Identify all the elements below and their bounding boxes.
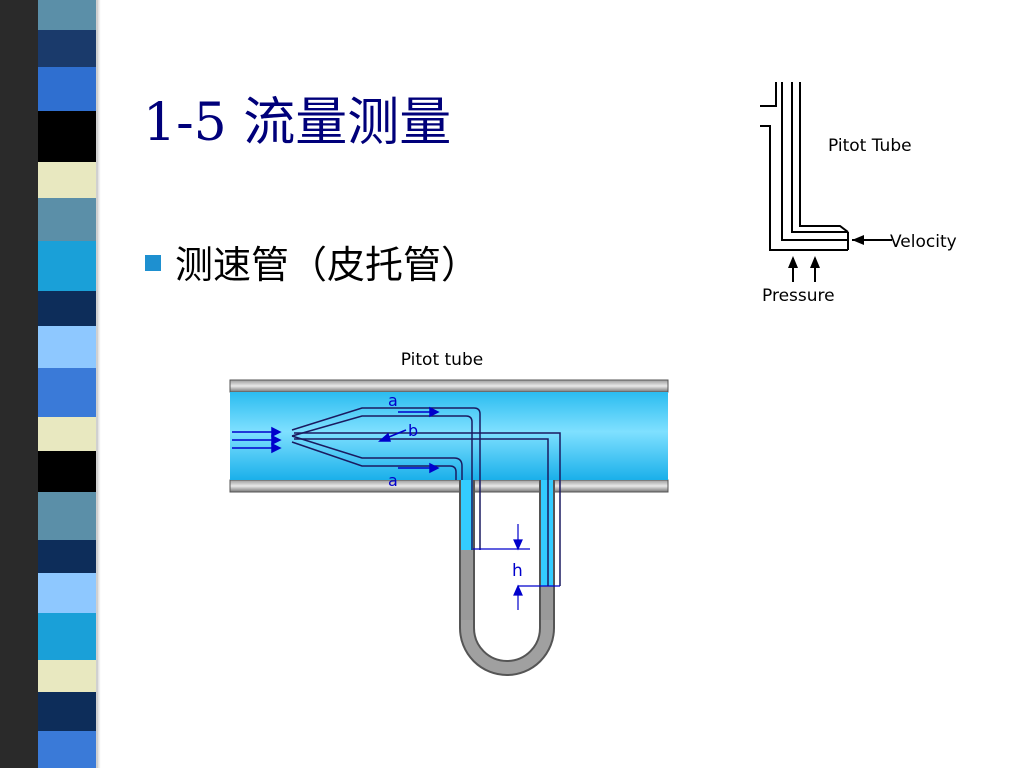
stripe-segment bbox=[38, 573, 96, 613]
stripe-segment bbox=[38, 731, 96, 768]
u-tube-manometer bbox=[459, 480, 555, 676]
label-a-bottom: a bbox=[388, 471, 398, 490]
stripe-segment bbox=[38, 198, 96, 241]
slide-title: 1-5 流量测量 bbox=[143, 93, 452, 153]
velocity-label: Velocity bbox=[890, 232, 957, 252]
label-b: b bbox=[408, 421, 418, 440]
stripe-segment bbox=[38, 291, 96, 326]
stripe-segment bbox=[38, 540, 96, 573]
pitot-tube-pipe-diagram: Pitot tube bbox=[229, 350, 669, 676]
pitot-tube-schematic: Pitot Tube Velocity Pressure bbox=[760, 82, 957, 306]
label-h: h bbox=[512, 561, 523, 581]
stripe-segment bbox=[38, 368, 96, 417]
label-a-top: a bbox=[388, 391, 398, 410]
pipe-fluid bbox=[230, 392, 668, 480]
pipe-wall-top bbox=[229, 379, 669, 393]
stripe-segment bbox=[38, 326, 96, 368]
pitot-tube-label: Pitot Tube bbox=[828, 136, 912, 156]
stripe-segment bbox=[38, 67, 96, 111]
stripe-segment bbox=[38, 451, 96, 492]
stripe-segment bbox=[38, 492, 96, 540]
bullet-item: 测速管（皮托管） bbox=[145, 234, 479, 289]
stripe-segment bbox=[38, 613, 96, 660]
pipe-wall-bottom bbox=[229, 479, 669, 493]
bullet-square-icon bbox=[145, 254, 161, 271]
stripe-segment bbox=[38, 111, 96, 162]
bullet-text: 测速管（皮托管） bbox=[175, 243, 480, 287]
stripe-segment bbox=[38, 241, 96, 291]
pressure-label: Pressure bbox=[762, 286, 835, 306]
decorative-stripe-bar bbox=[0, 0, 120, 768]
stripe-segment bbox=[38, 162, 96, 198]
stripe-segment bbox=[38, 30, 96, 67]
stripe-segment bbox=[38, 692, 96, 731]
stripe-segment bbox=[38, 660, 96, 692]
stripe-segment bbox=[38, 417, 96, 451]
stripe-segment bbox=[38, 0, 96, 30]
pitot-tube-title: Pitot tube bbox=[401, 350, 483, 370]
